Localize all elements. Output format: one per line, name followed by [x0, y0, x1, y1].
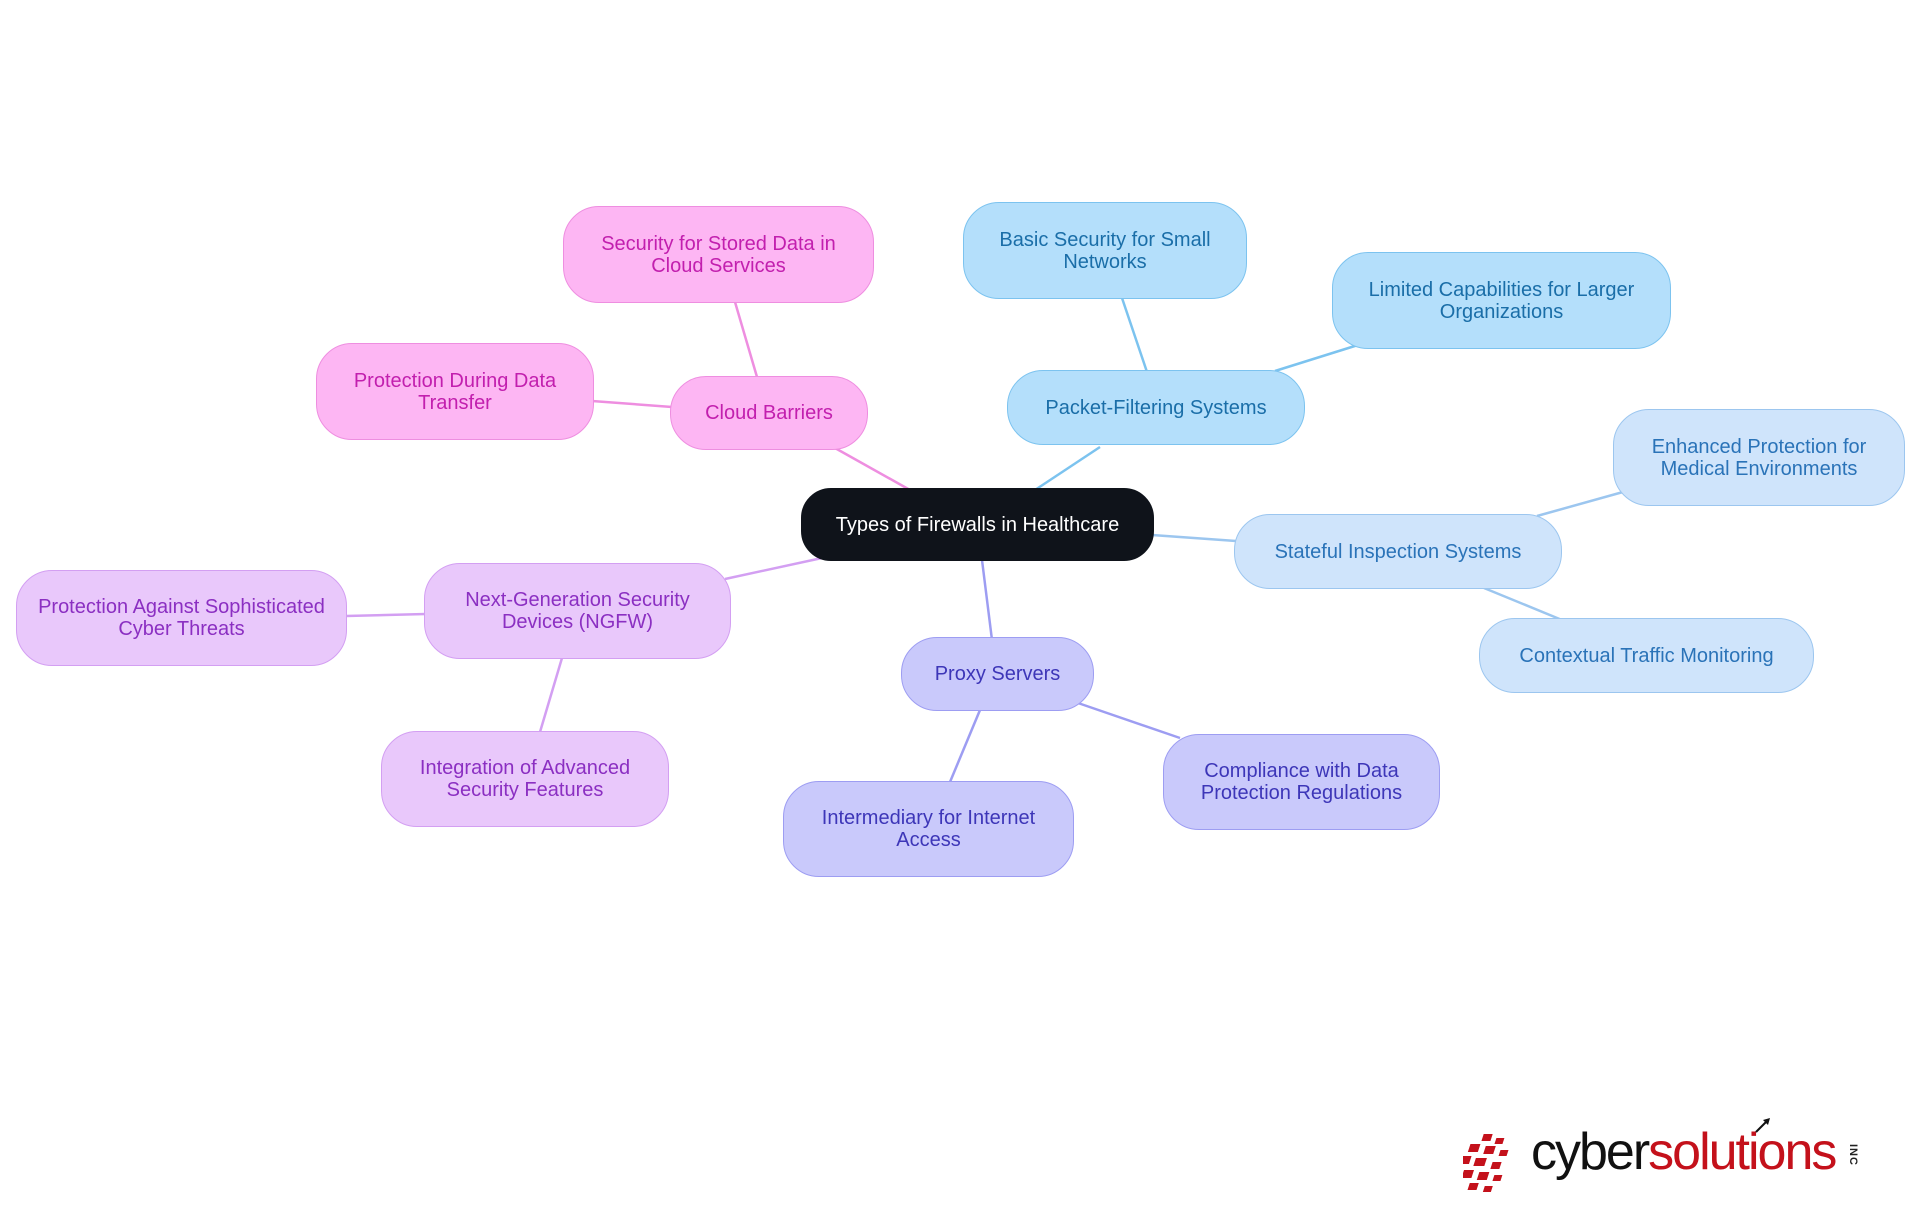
node-stateful-contextual-monitoring[interactable]: Contextual Traffic Monitoring [1479, 618, 1814, 693]
node-packet-filtering[interactable]: Packet-Filtering Systems [1007, 370, 1305, 445]
edge-root-proxy [980, 559, 994, 641]
edge-stateful-contextual [1483, 586, 1563, 622]
edge-cloud-transfer [591, 399, 673, 409]
edge-root-packet [1034, 445, 1101, 492]
node-ngfw-advanced-features[interactable]: Integration of Advanced Security Feature… [381, 731, 669, 827]
node-label: Cloud Barriers [705, 402, 833, 424]
node-label: Compliance with Data Protection Regulati… [1200, 760, 1403, 804]
edge-stateful-enhanced [1536, 490, 1624, 518]
node-label: Limited Capabilities for Larger Organiza… [1368, 278, 1635, 323]
node-stateful-enhanced-protection[interactable]: Enhanced Protection for Medical Environm… [1613, 409, 1905, 506]
edge-root-cloud [834, 446, 911, 492]
edge-root-stateful [1151, 533, 1237, 543]
node-proxy-compliance[interactable]: Compliance with Data Protection Regulati… [1163, 734, 1440, 830]
node-label: Next-Generation Security Devices (NGFW) [465, 589, 690, 633]
node-label: Proxy Servers [934, 663, 1061, 685]
edge-ngfw-integration [538, 657, 564, 733]
node-label: Intermediary for Internet Access [821, 807, 1036, 851]
node-proxy-servers[interactable]: Proxy Servers [901, 637, 1094, 711]
node-packet-basic-security[interactable]: Basic Security for Small Networks [963, 202, 1247, 299]
node-label: Contextual Traffic Monitoring [1519, 644, 1774, 667]
edge-root-ngfw [724, 556, 823, 581]
edge-ngfw-threats [345, 612, 427, 618]
logo-suffix: INC [1847, 1144, 1859, 1166]
edge-cloud-stored [733, 301, 759, 378]
node-cloud-stored-data[interactable]: Security for Stored Data in Cloud Servic… [563, 206, 874, 303]
logo-word-cyber: cyber [1531, 1123, 1650, 1181]
node-ngfw-sophisticated-threats[interactable]: Protection Against Sophisticated Cyber T… [16, 570, 347, 666]
node-stateful-inspection[interactable]: Stateful Inspection Systems [1234, 514, 1562, 589]
node-label: Packet-Filtering Systems [1045, 396, 1267, 419]
root-node[interactable]: Types of Firewalls in Healthcare [801, 488, 1154, 561]
node-label: Integration of Advanced Security Feature… [419, 757, 631, 801]
node-label: Security for Stored Data in Cloud Servic… [601, 232, 836, 277]
root-label: Types of Firewalls in Healthcare [835, 513, 1120, 536]
edge-packet-basic [1120, 297, 1149, 373]
logo-mark-icon [1463, 1134, 1509, 1192]
node-label: Protection Against Sophisticated Cyber T… [38, 596, 325, 640]
node-cloud-barriers[interactable]: Cloud Barriers [670, 376, 868, 450]
edge-proxy-compliance [1077, 701, 1181, 740]
logo-wordmark: cybersolutions [1531, 1122, 1837, 1182]
node-label: Basic Security for Small Networks [999, 228, 1211, 273]
node-label: Enhanced Protection for Medical Environm… [1651, 435, 1867, 480]
logo-word-solutions: solutions [1648, 1123, 1837, 1181]
company-logo: cybersolutions INC [1463, 1118, 1883, 1200]
node-label: Protection During Data Transfer [353, 369, 557, 414]
node-proxy-intermediary[interactable]: Intermediary for Internet Access [783, 781, 1074, 877]
logo-arrow-icon [1755, 1118, 1770, 1133]
edge-proxy-intermediary [948, 709, 982, 783]
node-label: Stateful Inspection Systems [1274, 540, 1522, 563]
node-ngfw[interactable]: Next-Generation Security Devices (NGFW) [424, 563, 731, 659]
node-cloud-data-transfer[interactable]: Protection During Data Transfer [316, 343, 594, 440]
edge-packet-limited [1274, 343, 1359, 373]
node-packet-limited-capabilities[interactable]: Limited Capabilities for Larger Organiza… [1332, 252, 1671, 349]
